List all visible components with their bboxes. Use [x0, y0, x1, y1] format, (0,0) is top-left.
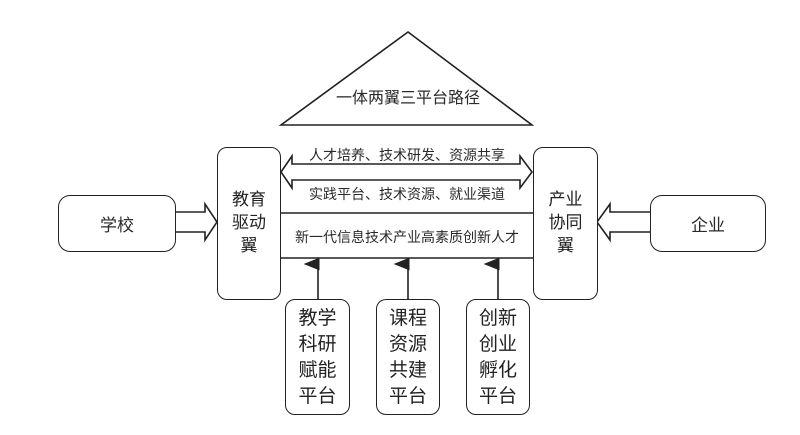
platform-label-teaching-research: 教学 科研 赋能 平台: [285, 299, 350, 415]
enterprise-label: 企业: [691, 216, 725, 236]
platform-3-line-2: 创业: [478, 333, 517, 355]
flow-label-top: 人才培养、技术研发、资源共享: [309, 148, 505, 164]
education-wing-label: 教育 驱动 翼: [217, 147, 281, 300]
platform-1-line-2: 科研: [298, 333, 337, 355]
platform-1-line-4: 平台: [298, 385, 337, 407]
industry-wing-line-2: 协同: [548, 213, 583, 233]
school-to-education-arrow: [175, 201, 218, 243]
school-node: [58, 195, 176, 252]
platform-3-line-4: 平台: [478, 385, 517, 407]
platform-1-line-3: 赋能: [298, 359, 337, 381]
platform-label-course-resources: 课程 资源 共建 平台: [376, 299, 440, 415]
education-wing-line-2: 驱动: [232, 213, 266, 233]
education-wing-line-1: 教育: [232, 190, 266, 210]
bidirectional-arrow: [280, 153, 533, 191]
enterprise-to-industry-arrow: [596, 201, 650, 243]
platform-2-line-3: 共建: [388, 359, 427, 381]
platform-3-line-1: 创新: [478, 307, 517, 329]
industry-wing-line-3: 翼: [557, 236, 574, 256]
education-wing-node: [217, 147, 281, 300]
platform-2-line-2: 资源: [388, 333, 427, 355]
platform-2-line-1: 课程: [388, 307, 427, 329]
industry-wing-line-1: 产业: [548, 190, 583, 210]
industry-wing-node: [533, 147, 598, 300]
platform-node-innovation-incubation: [466, 299, 530, 415]
platform-label-innovation-incubation: 创新 创业 孵化 平台: [466, 299, 530, 415]
enterprise-node: [650, 195, 766, 252]
industry-wing-label: 产业 协同 翼: [533, 147, 598, 300]
title-label: 一体两翼三平台路径: [335, 88, 480, 107]
platform-2-line-4: 平台: [388, 385, 427, 407]
center-talent-label: 新一代信息技术产业高素质创新人才: [295, 230, 519, 246]
platform-1-line-1: 教学: [298, 307, 337, 329]
school-label: 学校: [100, 216, 134, 236]
flow-label-bottom: 实践平台、技术资源、就业渠道: [309, 187, 505, 203]
platform-node-teaching-research: [285, 299, 350, 415]
education-wing-line-3: 翼: [240, 236, 258, 256]
platform-node-course-resources: [376, 299, 440, 415]
title-triangle: [278, 31, 535, 126]
platform-3-line-3: 孵化: [478, 359, 517, 381]
